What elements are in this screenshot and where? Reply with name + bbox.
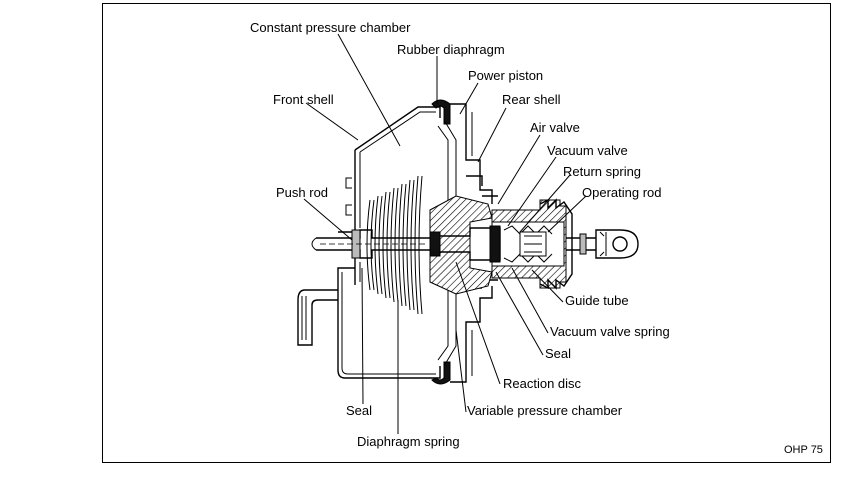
clevis <box>595 229 639 259</box>
label-constant-pressure-chamber: Constant pressure chamber <box>250 20 411 35</box>
diaphragm-spring <box>366 175 423 315</box>
label-seal-left: Seal <box>346 403 372 418</box>
label-guide-tube: Guide tube <box>565 293 629 308</box>
label-push-rod: Push rod <box>276 185 328 200</box>
label-diaphragm-spring: Diaphragm spring <box>357 434 460 449</box>
slide-code: OHP 75 <box>784 444 823 456</box>
label-vacuum-valve: Vacuum valve <box>547 143 628 158</box>
label-air-valve: Air valve <box>530 120 580 135</box>
label-rubber-diaphragm: Rubber diaphragm <box>397 42 505 57</box>
label-reaction-disc: Reaction disc <box>503 376 582 391</box>
label-rear-shell: Rear shell <box>502 92 561 107</box>
vacuum-hose <box>297 289 338 346</box>
guide-tube <box>539 198 573 290</box>
label-vacuum-valve-spring: Vacuum valve spring <box>550 324 670 339</box>
label-variable-pressure-chamber: Variable pressure chamber <box>467 403 623 418</box>
label-operating-rod: Operating rod <box>582 185 662 200</box>
rubber-diaphragm <box>431 99 451 125</box>
front-shell <box>337 106 441 379</box>
part-labels: Constant pressure chamber Rubber diaphra… <box>250 20 670 449</box>
reaction-disc <box>429 231 441 257</box>
leader-lines <box>303 33 587 434</box>
label-return-spring: Return spring <box>563 164 641 179</box>
label-seal-right: Seal <box>545 346 571 361</box>
label-power-piston: Power piston <box>468 68 543 83</box>
power-piston <box>429 195 493 295</box>
label-front-shell: Front shell <box>273 92 334 107</box>
